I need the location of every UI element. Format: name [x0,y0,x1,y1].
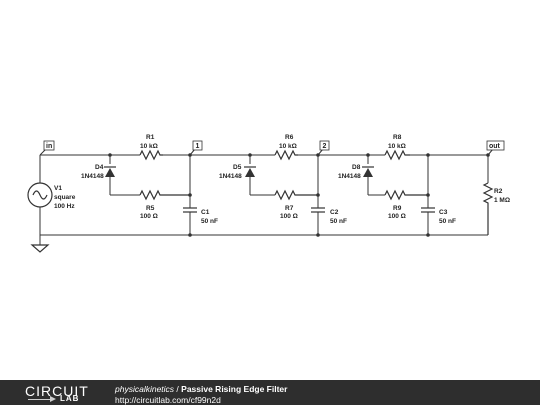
flag-2-label: 2 [323,143,327,150]
capacitor-c2-icon [311,155,325,235]
diode-d5-icon [244,155,275,196]
separator: / [174,384,182,394]
resistor-r7-icon [274,189,318,201]
junction-dot [366,153,370,157]
logo-circuit: CIRCUIT [25,383,89,399]
r1-value: 10 kΩ [140,143,158,150]
resistor-r6-icon [250,149,298,161]
logo-lab: LAB [28,394,92,403]
junction-dot [188,193,192,197]
d4-part: 1N4148 [81,173,104,180]
resistor-r5-icon [139,189,190,201]
circuit-schematic: V1 square 100 Hz in D4 1N4148 R1 10 kΩ R… [27,134,510,253]
junction-dot [426,233,430,237]
author-link[interactable]: physicalkinetics [115,384,175,394]
flag-2: 2 [317,140,330,156]
r6-name: R6 [285,134,294,141]
flag-1: 1 [189,140,203,156]
credit-line: physicalkinetics / Passive Rising Edge F… [115,384,287,394]
v1-name: V1 [54,185,62,192]
c2-name: C2 [330,209,339,216]
r1-name: R1 [146,134,155,141]
c2-value: 50 nF [330,218,347,225]
c3-value: 50 nF [439,218,456,225]
capacitor-c1-icon [183,155,197,235]
logo-wire [28,399,50,400]
capacitor-c3-icon [421,155,435,235]
flag-out: out [486,140,505,156]
d5-name: D5 [233,164,242,171]
r5-value: 100 Ω [140,213,158,220]
voltage-source-v1 [27,155,53,245]
flag-out-label: out [489,143,501,150]
junction-dot [426,153,430,157]
d8-name: D8 [352,164,361,171]
r9-name: R9 [393,205,402,212]
d4-name: D4 [95,164,104,171]
r5-name: R5 [146,205,155,212]
r2-name: R2 [494,188,503,195]
r8-value: 10 kΩ [388,143,406,150]
v1-type: square [54,194,76,201]
flag-in: in [39,140,55,156]
c3-name: C3 [439,209,448,216]
logo-diode-icon [50,396,56,402]
junction-dot [316,193,320,197]
c1-name: C1 [201,209,210,216]
junction-dot [188,233,192,237]
diode-d4-icon [104,155,140,196]
junction-dot [316,233,320,237]
circuit-title: Passive Rising Edge Filter [181,384,288,394]
diode-d8-icon [362,155,385,196]
junction-dot [426,193,430,197]
r9-value: 100 Ω [388,213,406,220]
logo-lab-text: LAB [60,394,80,403]
resistor-r9-icon [384,189,428,201]
resistor-r8-icon [384,149,410,161]
r2-value: 1 MΩ [494,197,510,204]
d5-part: 1N4148 [219,173,242,180]
r7-value: 100 Ω [280,213,298,220]
resistor-r1-icon [125,149,163,161]
c1-value: 50 nF [201,218,218,225]
flag-in-label: in [46,143,52,150]
v1-frequency: 100 Hz [54,203,75,210]
flag-1-label: 1 [196,143,200,150]
r8-name: R8 [393,134,402,141]
circuit-url-link[interactable]: http://circuitlab.com/cf99n2d [115,395,221,405]
footer-bar: CIRCUIT LAB physicalkinetics / Passive R… [0,380,540,405]
junction-dot [108,153,112,157]
d8-part: 1N4148 [338,173,361,180]
r7-name: R7 [285,205,294,212]
resistor-r2-icon [482,155,494,235]
ground-icon [30,244,50,253]
r6-value: 10 kΩ [279,143,297,150]
